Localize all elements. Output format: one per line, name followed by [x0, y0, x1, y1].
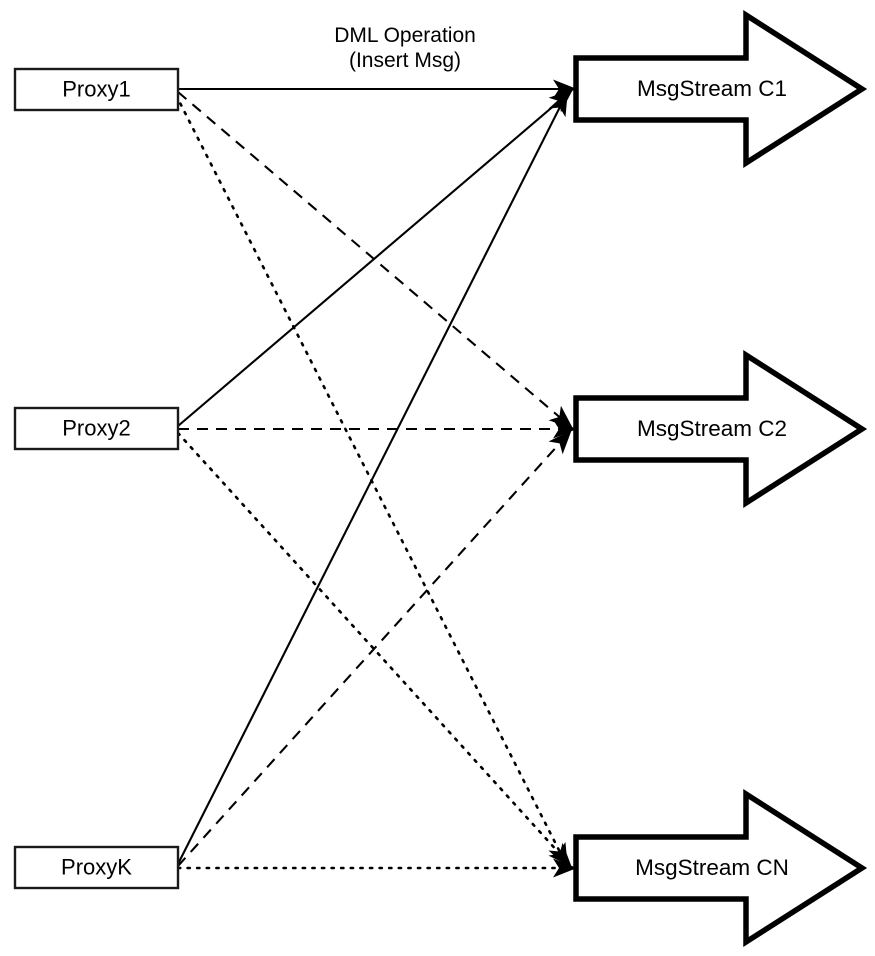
edge-proxyk-c1 — [177, 94, 567, 865]
proxy1-node[interactable]: Proxy1 — [13, 67, 180, 112]
edge-proxyk-c1-arrowhead — [548, 91, 568, 118]
msgstream-c2: MsgStream C2 — [573, 349, 868, 509]
edge-proxy2-c1 — [177, 91, 571, 427]
proxy2-node[interactable]: Proxy2 — [13, 406, 180, 451]
proxy2-box[interactable] — [13, 406, 180, 451]
edge-proxy2-c2-arrowhead — [553, 419, 577, 439]
msgstream-c1: MsgStream C1 — [573, 9, 868, 169]
proxyk-label: ProxyK — [61, 854, 132, 879]
msgstream-c2-shape — [573, 349, 868, 509]
msgstream-cn: MsgStream CN — [573, 788, 868, 948]
proxyk-box[interactable] — [13, 845, 180, 890]
edge-label-line-2: (Insert Msg) — [349, 49, 461, 72]
edges-layer — [174, 87, 575, 870]
streams-layer: MsgStream C1 MsgStream C2 MsgStream CN — [573, 9, 868, 948]
msgstream-c2-label: MsgStream C2 — [637, 416, 787, 441]
arrowheads-layer — [548, 79, 577, 878]
edge-proxy1-c1-arrowhead — [553, 79, 577, 99]
proxy1-box[interactable] — [13, 67, 180, 112]
edge-proxy1-c2-arrowhead — [548, 405, 574, 429]
proxy2-label: Proxy2 — [62, 415, 130, 440]
edge-proxyk-c2 — [177, 432, 570, 867]
edge-proxy2-cn-arrowhead — [548, 842, 572, 867]
proxy1-label: Proxy1 — [62, 76, 130, 101]
edge-label-dml-operation: DML Operation (Insert Msg) — [334, 24, 476, 72]
edge-label-line-1: DML Operation — [334, 24, 476, 47]
msgstream-c1-label: MsgStream C1 — [637, 76, 787, 101]
msgstream-c1-shape — [573, 9, 868, 169]
msgstream-cn-shape — [573, 788, 868, 948]
edge-proxyk-cn-arrowhead — [553, 858, 577, 878]
msgstream-cn-label: MsgStream CN — [635, 855, 789, 880]
proxyk-node[interactable]: ProxyK — [13, 845, 180, 890]
edge-proxyk-c2-arrowhead — [548, 430, 572, 455]
